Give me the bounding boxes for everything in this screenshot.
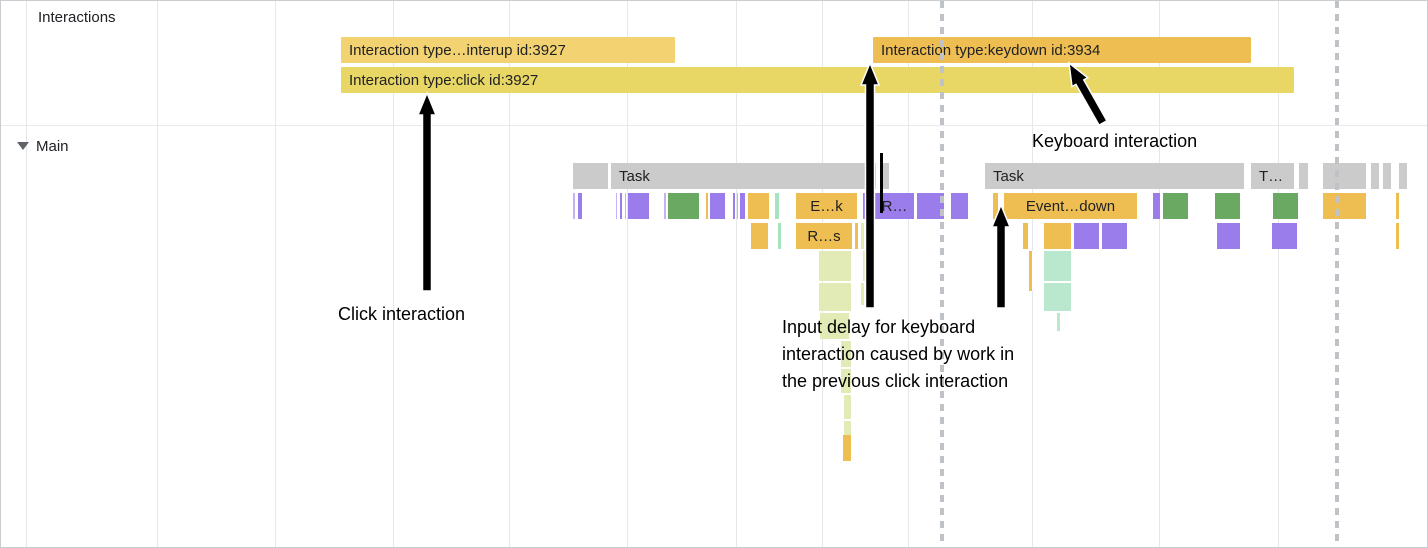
task-bar-segment[interactable] xyxy=(881,163,890,189)
grid-line-11 xyxy=(1278,1,1279,547)
grid-line-2 xyxy=(275,1,276,547)
row-divider-0 xyxy=(1,125,1427,126)
event-bar-deep[interactable] xyxy=(843,435,852,461)
task-bar-segment[interactable] xyxy=(1399,163,1408,189)
event-bar[interactable] xyxy=(1396,193,1400,219)
track-label-interactions[interactable]: Interactions xyxy=(38,9,116,26)
event-bar-deep[interactable] xyxy=(819,251,852,281)
task-bar-segment[interactable] xyxy=(1299,163,1309,189)
event-bar[interactable] xyxy=(1163,193,1189,219)
task-boundary-marker xyxy=(880,153,883,213)
interaction-bar-pointerup[interactable]: Interaction type…interup id:3927 xyxy=(341,37,675,63)
annotation-text-click-interaction: Click interaction xyxy=(338,304,466,324)
annotation-text-keyboard-interaction: Keyboard interaction xyxy=(1032,131,1198,151)
task-bar-segment[interactable] xyxy=(1371,163,1380,189)
grid-line-0 xyxy=(26,1,27,547)
annotation-arrow xyxy=(416,91,438,292)
task-bar[interactable]: Task xyxy=(985,163,1245,189)
event-bar-deep[interactable] xyxy=(841,341,852,367)
annotation-text-input-delay: Input delay for keyboard interaction cau… xyxy=(782,317,1015,391)
grid-line-8 xyxy=(908,1,909,547)
event-bar-labeled[interactable]: E…k xyxy=(796,193,858,219)
event-bar[interactable] xyxy=(855,223,859,249)
event-bar[interactable] xyxy=(573,193,576,219)
event-bar-deep[interactable] xyxy=(844,395,852,419)
event-bar[interactable] xyxy=(951,193,969,219)
event-bar-deep[interactable] xyxy=(1057,313,1061,331)
event-bar-deep[interactable] xyxy=(844,421,852,435)
event-bar[interactable] xyxy=(620,193,623,219)
event-bar[interactable] xyxy=(861,223,865,249)
event-bar[interactable] xyxy=(775,193,780,219)
event-bar[interactable] xyxy=(664,193,667,219)
event-bar-labeled[interactable]: R…s xyxy=(796,223,853,249)
event-bar[interactable] xyxy=(668,193,700,219)
event-bar-deep[interactable] xyxy=(1029,251,1033,291)
event-bar[interactable] xyxy=(578,193,583,219)
event-bar[interactable] xyxy=(1023,223,1029,249)
event-bar[interactable] xyxy=(1396,223,1400,249)
event-bar-deep[interactable] xyxy=(1044,283,1072,311)
event-bar[interactable] xyxy=(1273,193,1299,219)
event-bar[interactable] xyxy=(710,193,726,219)
dashed-guide-1 xyxy=(1335,1,1339,547)
task-bar-segment[interactable] xyxy=(1323,163,1367,189)
event-bar[interactable] xyxy=(733,193,736,219)
event-bar[interactable] xyxy=(706,193,709,219)
event-bar-labeled[interactable]: Event…down xyxy=(1004,193,1138,219)
task-bar-segment[interactable] xyxy=(1383,163,1392,189)
event-bar-deep[interactable] xyxy=(819,283,852,311)
triangle-down-icon[interactable] xyxy=(17,142,29,150)
event-bar[interactable] xyxy=(625,193,627,219)
dashed-guide-0 xyxy=(940,1,944,547)
event-bar[interactable] xyxy=(1323,193,1367,219)
grid-line-6 xyxy=(736,1,737,547)
event-bar[interactable] xyxy=(1215,193,1241,219)
event-bar[interactable] xyxy=(993,193,999,219)
annotation-arrow xyxy=(1068,61,1108,127)
task-bar[interactable]: Task xyxy=(611,163,877,189)
grid-line-5 xyxy=(627,1,628,547)
event-bar[interactable] xyxy=(748,193,770,219)
event-bar[interactable] xyxy=(1272,223,1298,249)
event-bar[interactable] xyxy=(1102,223,1128,249)
task-bar[interactable]: T… xyxy=(1251,163,1295,189)
grid-line-3 xyxy=(393,1,394,547)
event-bar-deep[interactable] xyxy=(820,313,850,339)
event-bar[interactable] xyxy=(751,223,769,249)
event-bar-deep[interactable] xyxy=(841,369,852,393)
event-bar-deep[interactable] xyxy=(861,283,865,305)
event-bar[interactable] xyxy=(628,193,650,219)
interaction-bar-keydown[interactable]: Interaction type:keydown id:3934 xyxy=(873,37,1251,63)
interaction-bar-click[interactable]: Interaction type:click id:3927 xyxy=(341,67,1294,93)
annotation-arrow xyxy=(990,203,1012,309)
event-bar[interactable] xyxy=(737,193,739,219)
event-bar[interactable] xyxy=(778,223,782,249)
event-bar-deep[interactable] xyxy=(1044,251,1072,281)
task-bar-segment[interactable] xyxy=(573,163,609,189)
event-bar[interactable] xyxy=(1153,193,1161,219)
event-bar[interactable] xyxy=(740,193,746,219)
grid-line-10 xyxy=(1159,1,1160,547)
event-bar[interactable] xyxy=(1217,223,1241,249)
event-bar[interactable] xyxy=(1074,223,1100,249)
track-label-main[interactable]: Main xyxy=(36,138,69,155)
grid-line-1 xyxy=(157,1,158,547)
event-bar[interactable] xyxy=(1044,223,1072,249)
annotation-arrow xyxy=(859,61,881,309)
event-bar[interactable] xyxy=(616,193,618,219)
grid-line-4 xyxy=(509,1,510,547)
